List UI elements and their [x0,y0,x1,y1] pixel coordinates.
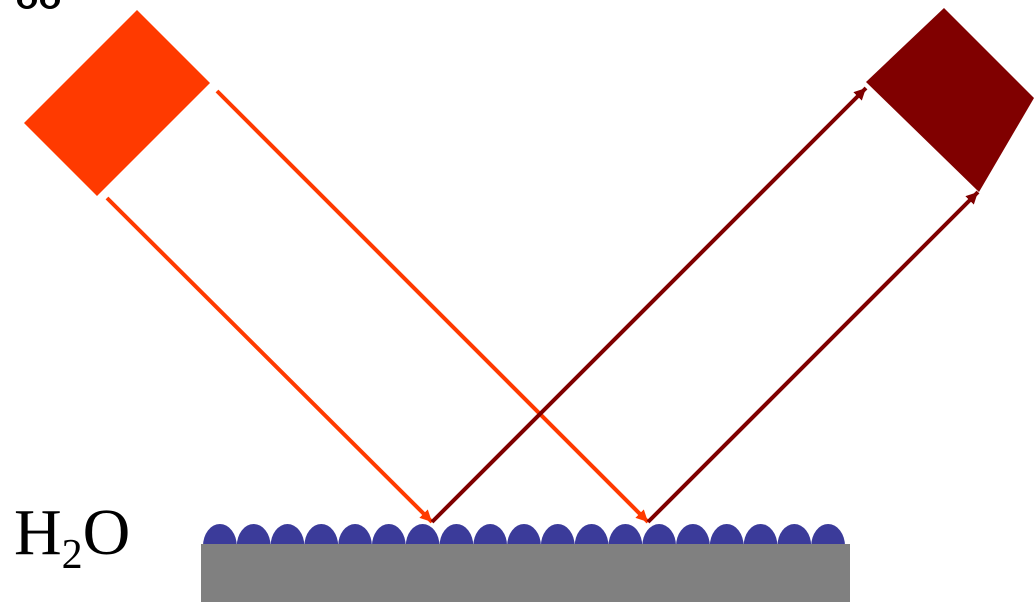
formula-h: H [14,496,62,569]
water-droplet [271,524,305,546]
formula-o: O [83,496,131,569]
water-droplet [406,524,440,546]
water-droplet [575,524,609,546]
detector [866,8,1034,192]
water-droplet [541,524,575,546]
water-droplet [338,524,372,546]
incident-beam-right [217,91,648,522]
water-droplet [676,524,710,546]
water-droplet [473,524,507,546]
water-droplet [304,524,338,546]
reflected-beam-right [648,192,978,522]
water-droplet [642,524,676,546]
formula-subscript: 2 [62,532,83,578]
water-droplet [777,524,811,546]
reflected-beam-left [432,88,866,522]
substrate [201,544,850,602]
water-droplet-layer [203,524,845,546]
water-droplet [440,524,474,546]
water-droplet [608,524,642,546]
water-droplet [372,524,406,546]
water-droplet [507,524,541,546]
water-droplet [203,524,237,546]
water-droplet [744,524,778,546]
water-formula-label: H2O [14,500,130,566]
incident-beam-left [107,198,432,522]
cropped-text-fragment [17,0,60,9]
water-droplet [811,524,845,546]
water-droplet [237,524,271,546]
water-droplet [710,524,744,546]
light-source [24,10,210,196]
